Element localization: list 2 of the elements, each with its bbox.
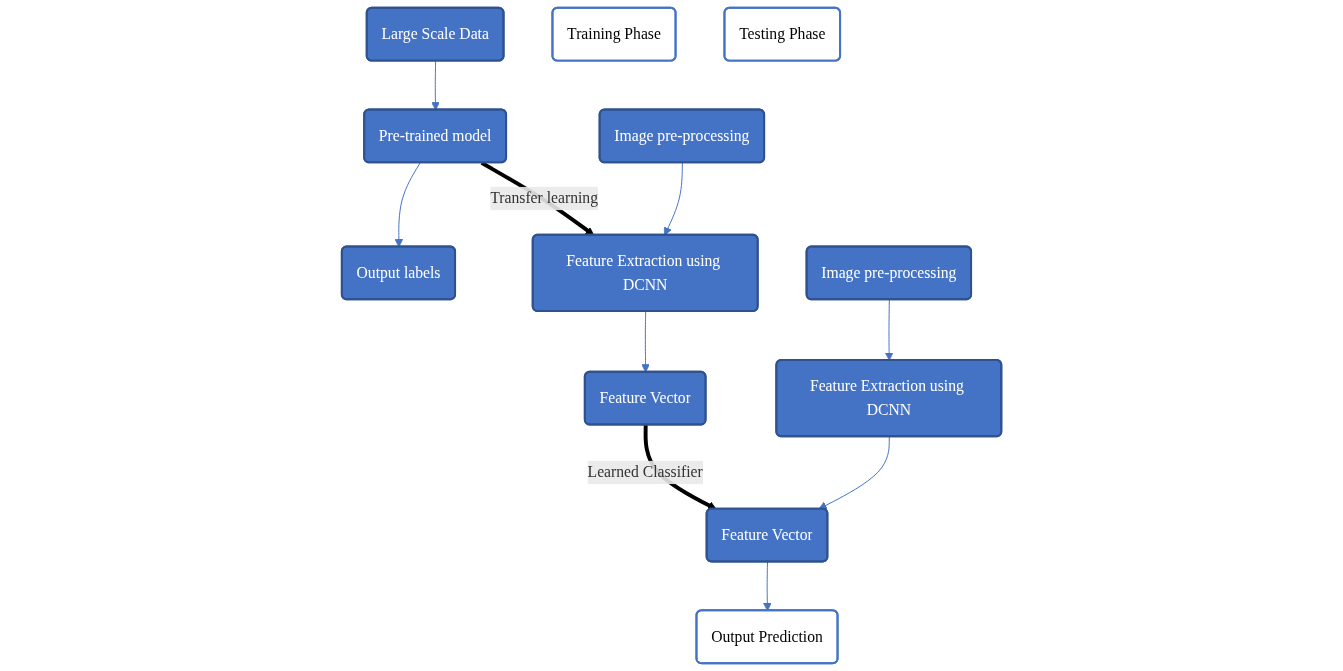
edge-label: Transfer learning [490, 189, 598, 207]
edge-label: Learned Classifier [587, 463, 703, 481]
